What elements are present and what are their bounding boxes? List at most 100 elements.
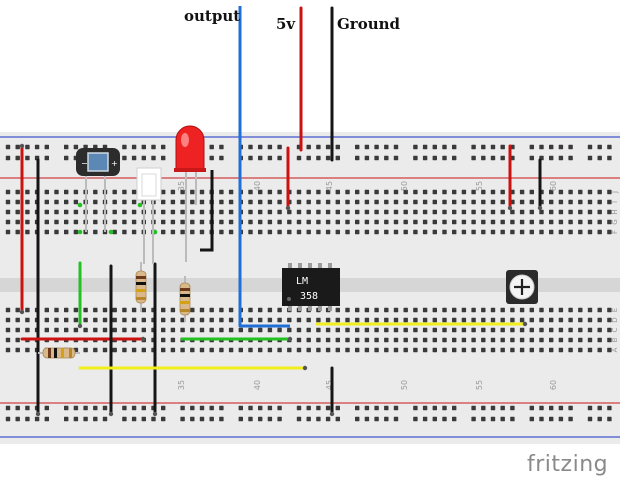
breadboard-hole — [83, 347, 88, 353]
breadboard-hole — [597, 416, 602, 422]
row-letter: C — [611, 327, 619, 332]
breadboard-hole — [161, 416, 166, 422]
breadboard-hole — [296, 209, 302, 215]
breadboard-hole — [481, 337, 486, 343]
breadboard-hole — [190, 317, 195, 323]
breadboard-hole — [355, 199, 360, 205]
breadboard-hole — [481, 155, 486, 161]
breadboard-hole — [5, 155, 11, 161]
breadboard-hole — [461, 229, 467, 235]
breadboard-hole — [325, 337, 331, 343]
breadboard-hole — [316, 219, 321, 225]
breadboard-hole — [384, 199, 389, 205]
breadboard-hole — [345, 307, 350, 313]
breadboard-hole — [558, 405, 564, 411]
breadboard-hole — [112, 189, 117, 195]
breadboard-hole — [393, 219, 399, 225]
breadboard-hole — [93, 209, 98, 215]
breadboard-hole — [44, 199, 49, 205]
breadboard-hole — [161, 307, 166, 313]
breadboard-hole — [267, 189, 273, 195]
connected-hole — [137, 202, 143, 208]
breadboard-hole — [5, 189, 11, 195]
wire-end-cap — [285, 205, 291, 211]
breadboard-hole — [393, 317, 399, 323]
breadboard-hole — [500, 405, 505, 411]
chip-pin — [328, 306, 332, 311]
breadboard-hole — [539, 405, 544, 411]
breadboard-hole — [248, 155, 253, 161]
breadboard-hole — [393, 307, 399, 313]
breadboard-hole — [199, 405, 205, 411]
breadboard-hole — [267, 229, 273, 235]
breadboard-hole — [248, 199, 253, 205]
breadboard-hole — [529, 327, 534, 333]
wire-end-cap — [522, 321, 528, 327]
breadboard-hole — [335, 199, 340, 205]
breadboard-hole — [413, 416, 418, 422]
breadboard-hole — [325, 416, 331, 422]
breadboard-hole — [219, 317, 224, 323]
breadboard-hole — [335, 155, 340, 161]
breadboard-hole — [529, 416, 534, 422]
breadboard-hole — [384, 209, 389, 215]
breadboard-hole — [403, 219, 408, 225]
breadboard-hole — [500, 347, 505, 353]
breadboard-hole — [161, 229, 166, 235]
breadboard-hole — [374, 337, 379, 343]
breadboard-hole — [587, 189, 593, 195]
breadboard-hole — [568, 189, 573, 195]
breadboard-hole — [219, 199, 224, 205]
breadboard-hole — [607, 189, 612, 195]
breadboard-hole — [345, 229, 350, 235]
breadboard-hole — [578, 209, 583, 215]
breadboard-hole — [219, 347, 224, 353]
breadboard-hole — [5, 209, 11, 215]
breadboard-hole — [93, 416, 98, 422]
breadboard-hole — [461, 189, 467, 195]
breadboard-hole — [122, 327, 127, 333]
breadboard-hole — [209, 144, 214, 150]
breadboard-hole — [44, 155, 49, 161]
breadboard-hole — [607, 155, 612, 161]
wire-end-cap — [152, 411, 158, 417]
breadboard-hole — [364, 219, 370, 225]
breadboard-hole — [267, 219, 273, 225]
connected-hole — [108, 229, 114, 235]
breadboard-hole — [54, 317, 59, 323]
breadboard-hole — [471, 405, 476, 411]
breadboard-hole — [228, 347, 234, 353]
breadboard-hole — [549, 317, 554, 323]
breadboard-hole — [519, 189, 525, 195]
breadboard-hole — [170, 307, 176, 313]
breadboard-hole — [461, 347, 467, 353]
breadboard-hole — [384, 337, 389, 343]
breadboard-hole — [15, 347, 20, 353]
breadboard-hole — [248, 307, 253, 313]
breadboard-hole — [384, 144, 389, 150]
breadboard-hole — [54, 189, 59, 195]
breadboard-hole — [131, 199, 137, 205]
resistor-band — [61, 348, 64, 358]
breadboard-hole — [442, 337, 447, 343]
breadboard-hole — [597, 219, 602, 225]
breadboard-hole — [122, 209, 127, 215]
breadboard-hole — [170, 347, 176, 353]
breadboard-hole — [199, 199, 205, 205]
breadboard-hole — [568, 416, 573, 422]
breadboard-hole — [481, 199, 486, 205]
breadboard-hole — [422, 307, 428, 313]
breadboard-hole — [364, 405, 370, 411]
breadboard-hole — [403, 307, 408, 313]
breadboard-hole — [568, 219, 573, 225]
breadboard-hole — [306, 189, 311, 195]
breadboard-hole — [384, 416, 389, 422]
breadboard-hole — [122, 199, 127, 205]
breadboard-hole — [219, 307, 224, 313]
breadboard-hole — [597, 337, 602, 343]
breadboard-hole — [393, 416, 399, 422]
breadboard-hole — [578, 347, 583, 353]
resistor-band — [136, 276, 146, 279]
breadboard-hole — [422, 405, 428, 411]
